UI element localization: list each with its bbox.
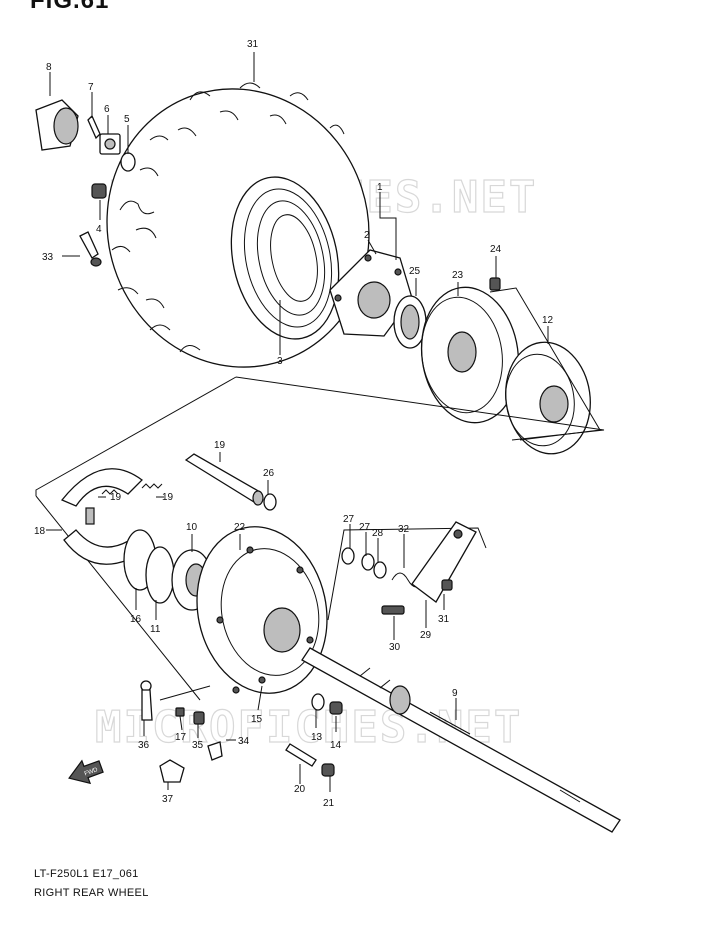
label-33: 32 xyxy=(398,524,410,535)
label-32: 31 xyxy=(438,614,450,625)
washer-part-5 xyxy=(120,152,136,172)
label-35: 33 xyxy=(42,252,54,263)
part-labels: 31 8 7 6 5 4 33 1 2 3 24 25 23 12 19 26 … xyxy=(34,39,554,809)
leader-lines xyxy=(46,52,549,792)
cap-part-8 xyxy=(35,99,79,151)
label-28: 27 xyxy=(359,522,371,533)
figure-title: FIG.61 xyxy=(30,0,110,14)
tire-part-34 xyxy=(106,82,370,368)
label-27-lower: 27 xyxy=(343,514,355,525)
label-14: 14 xyxy=(330,740,342,751)
label-37: 35 xyxy=(192,740,204,751)
bolt-part-38 xyxy=(140,680,153,721)
drawing-code: LT-F250L1 E17_061 xyxy=(34,868,139,880)
washer-part-28 xyxy=(361,553,375,571)
label-27-upper: 26 xyxy=(263,468,275,479)
label-34: 31 xyxy=(247,39,259,50)
label-2: 2 xyxy=(364,230,370,241)
label-29: 28 xyxy=(372,528,384,539)
clip-part-37 xyxy=(193,711,205,725)
label-19-right: 19 xyxy=(162,492,174,503)
label-6: 6 xyxy=(104,104,110,115)
label-20: 19 xyxy=(214,440,226,451)
label-26: 25 xyxy=(409,266,421,277)
label-5: 5 xyxy=(124,114,130,125)
washer-part-13 xyxy=(311,693,325,711)
brake-drum-part-24 xyxy=(420,286,520,424)
label-25: 24 xyxy=(490,244,502,255)
nut-part-32 xyxy=(441,579,453,591)
stud-part-21 xyxy=(285,743,317,767)
label-12: 12 xyxy=(542,315,554,326)
hose-part-36 xyxy=(207,741,223,761)
label-8: 8 xyxy=(46,62,52,73)
bolt-part-31 xyxy=(381,605,405,615)
washer-part-27-lower xyxy=(341,547,355,565)
label-9: 9 xyxy=(452,688,458,699)
label-1: 1 xyxy=(377,182,383,193)
svg-text:FWD: FWD xyxy=(84,767,100,778)
washer-part-29 xyxy=(373,561,387,579)
bolt-part-25 xyxy=(489,277,501,291)
nut-part-14 xyxy=(329,701,343,715)
label-22: 21 xyxy=(323,798,335,809)
label-21: 20 xyxy=(294,784,306,795)
shaft-part-20 xyxy=(184,453,264,506)
label-11: 11 xyxy=(150,624,161,635)
castle-nut-part-6 xyxy=(99,133,121,155)
nut-part-4 xyxy=(91,183,107,199)
label-16: 16 xyxy=(130,614,142,625)
brake-drum-part-12 xyxy=(505,341,591,455)
brake-cam-lever-part-30 xyxy=(411,521,477,603)
label-31: 30 xyxy=(389,642,401,653)
label-13: 13 xyxy=(311,732,323,743)
label-19-left: 19 xyxy=(110,492,122,503)
label-18: 18 xyxy=(34,526,46,537)
pin-part-17 xyxy=(175,707,185,717)
clamp-part-39 xyxy=(159,759,185,783)
label-24: 23 xyxy=(452,270,464,281)
label-15: 15 xyxy=(251,714,263,725)
axle-part-9 xyxy=(301,647,621,833)
brake-shoe-part-18 xyxy=(60,468,143,565)
label-38: 36 xyxy=(138,740,150,751)
label-17: 17 xyxy=(175,732,187,743)
nut-part-22 xyxy=(321,763,335,777)
label-36: 34 xyxy=(238,736,250,747)
cotter-pin-part-7 xyxy=(87,114,101,140)
brake-panel-part-23 xyxy=(196,526,328,694)
label-4: 4 xyxy=(96,224,102,235)
label-7: 7 xyxy=(88,82,94,93)
drawing-name: RIGHT REAR WHEEL xyxy=(34,887,149,899)
label-3: 3 xyxy=(277,356,283,367)
label-10: 10 xyxy=(186,522,198,533)
label-39: 37 xyxy=(162,794,174,805)
spring-part-19 xyxy=(141,483,163,489)
seal-part-27-upper xyxy=(263,493,277,511)
label-30: 29 xyxy=(420,630,432,641)
valve-part-35 xyxy=(79,231,102,267)
snap-ring-part-11 xyxy=(145,546,175,604)
label-23: 22 xyxy=(234,522,246,533)
front-direction-arrow-icon: FWD xyxy=(68,759,104,785)
